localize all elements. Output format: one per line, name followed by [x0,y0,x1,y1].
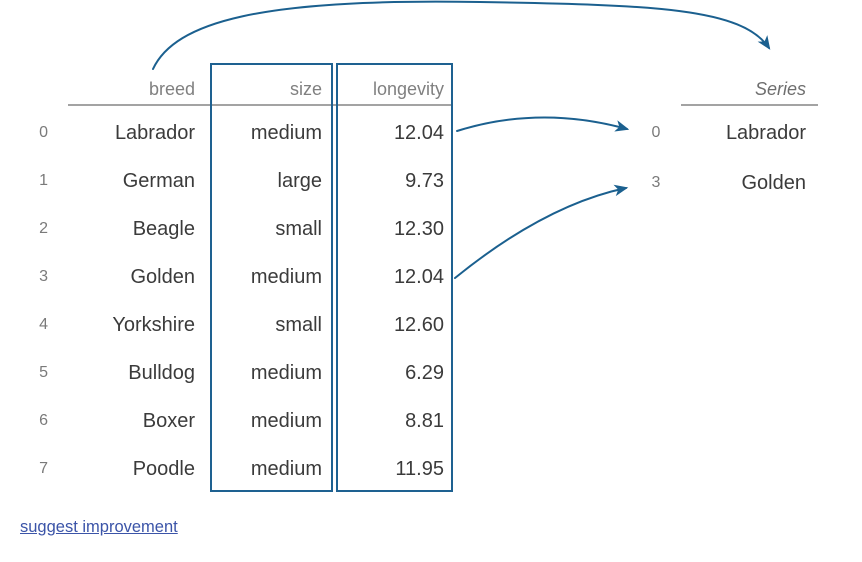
row-index: 7 [39,460,48,477]
size-cell: medium [250,458,322,480]
table-row: 0 Labrador medium 12.04 [0,109,470,157]
breed-cell: Poodle [132,458,195,480]
row-index: 2 [39,220,48,237]
series-header-rule [681,104,818,106]
size-cell: medium [250,410,322,432]
longevity-cell: 11.95 [395,458,444,480]
row-index: 0 [39,124,48,141]
table-row: 6 Boxer medium 8.81 [0,397,470,445]
breed-cell: Boxer [142,410,195,432]
row-index: 1 [39,172,48,189]
breed-cell: Labrador [114,122,195,144]
longevity-cell: 8.81 [405,410,444,432]
row-index: 5 [39,364,48,381]
longevity-cell: 12.60 [393,314,444,336]
column-header-breed: breed [148,79,195,99]
table-row: 2 Beagle small 12.30 [0,205,470,253]
size-cell: medium [250,122,322,144]
table-row: 5 Bulldog medium 6.29 [0,349,470,397]
series-row-index: 0 [651,124,661,141]
longevity-cell: 6.29 [405,362,444,384]
column-header-size: size [289,79,322,99]
size-cell: small [275,218,322,240]
series-row: 3 Golden [600,159,862,207]
size-cell: medium [250,266,322,288]
series-row: 0 Labrador [600,109,862,157]
longevity-cell: 9.73 [405,170,444,192]
dataframe-header-rule [68,104,453,106]
size-cell: medium [250,362,322,384]
table-row: 4 Yorkshire small 12.60 [0,301,470,349]
longevity-cell: 12.04 [393,122,444,144]
table-row: 1 German large 9.73 [0,157,470,205]
column-header-longevity: longevity [372,79,444,99]
suggest-improvement-link[interactable]: suggest improvement [20,518,178,536]
breed-cell: Bulldog [128,362,195,384]
breed-cell: German [122,170,195,192]
row-index: 4 [39,316,48,333]
breed-cell: Yorkshire [112,314,195,336]
breed-cell: Beagle [132,218,195,240]
series-header: Series [754,79,806,99]
table-row: 7 Poodle medium 11.95 [0,445,470,493]
series-value: Labrador [725,122,806,144]
arrow-dataframe-to-series-icon [152,0,771,70]
table-row: 3 Golden medium 12.04 [0,253,470,301]
size-cell: large [277,170,322,192]
breed-cell: Golden [130,266,196,288]
row-index: 3 [39,268,48,285]
series-value: Golden [741,172,807,194]
size-cell: small [275,314,322,336]
longevity-cell: 12.04 [393,266,444,288]
row-index: 6 [39,412,48,429]
series-row-index: 3 [651,174,661,191]
longevity-cell: 12.30 [393,218,444,240]
